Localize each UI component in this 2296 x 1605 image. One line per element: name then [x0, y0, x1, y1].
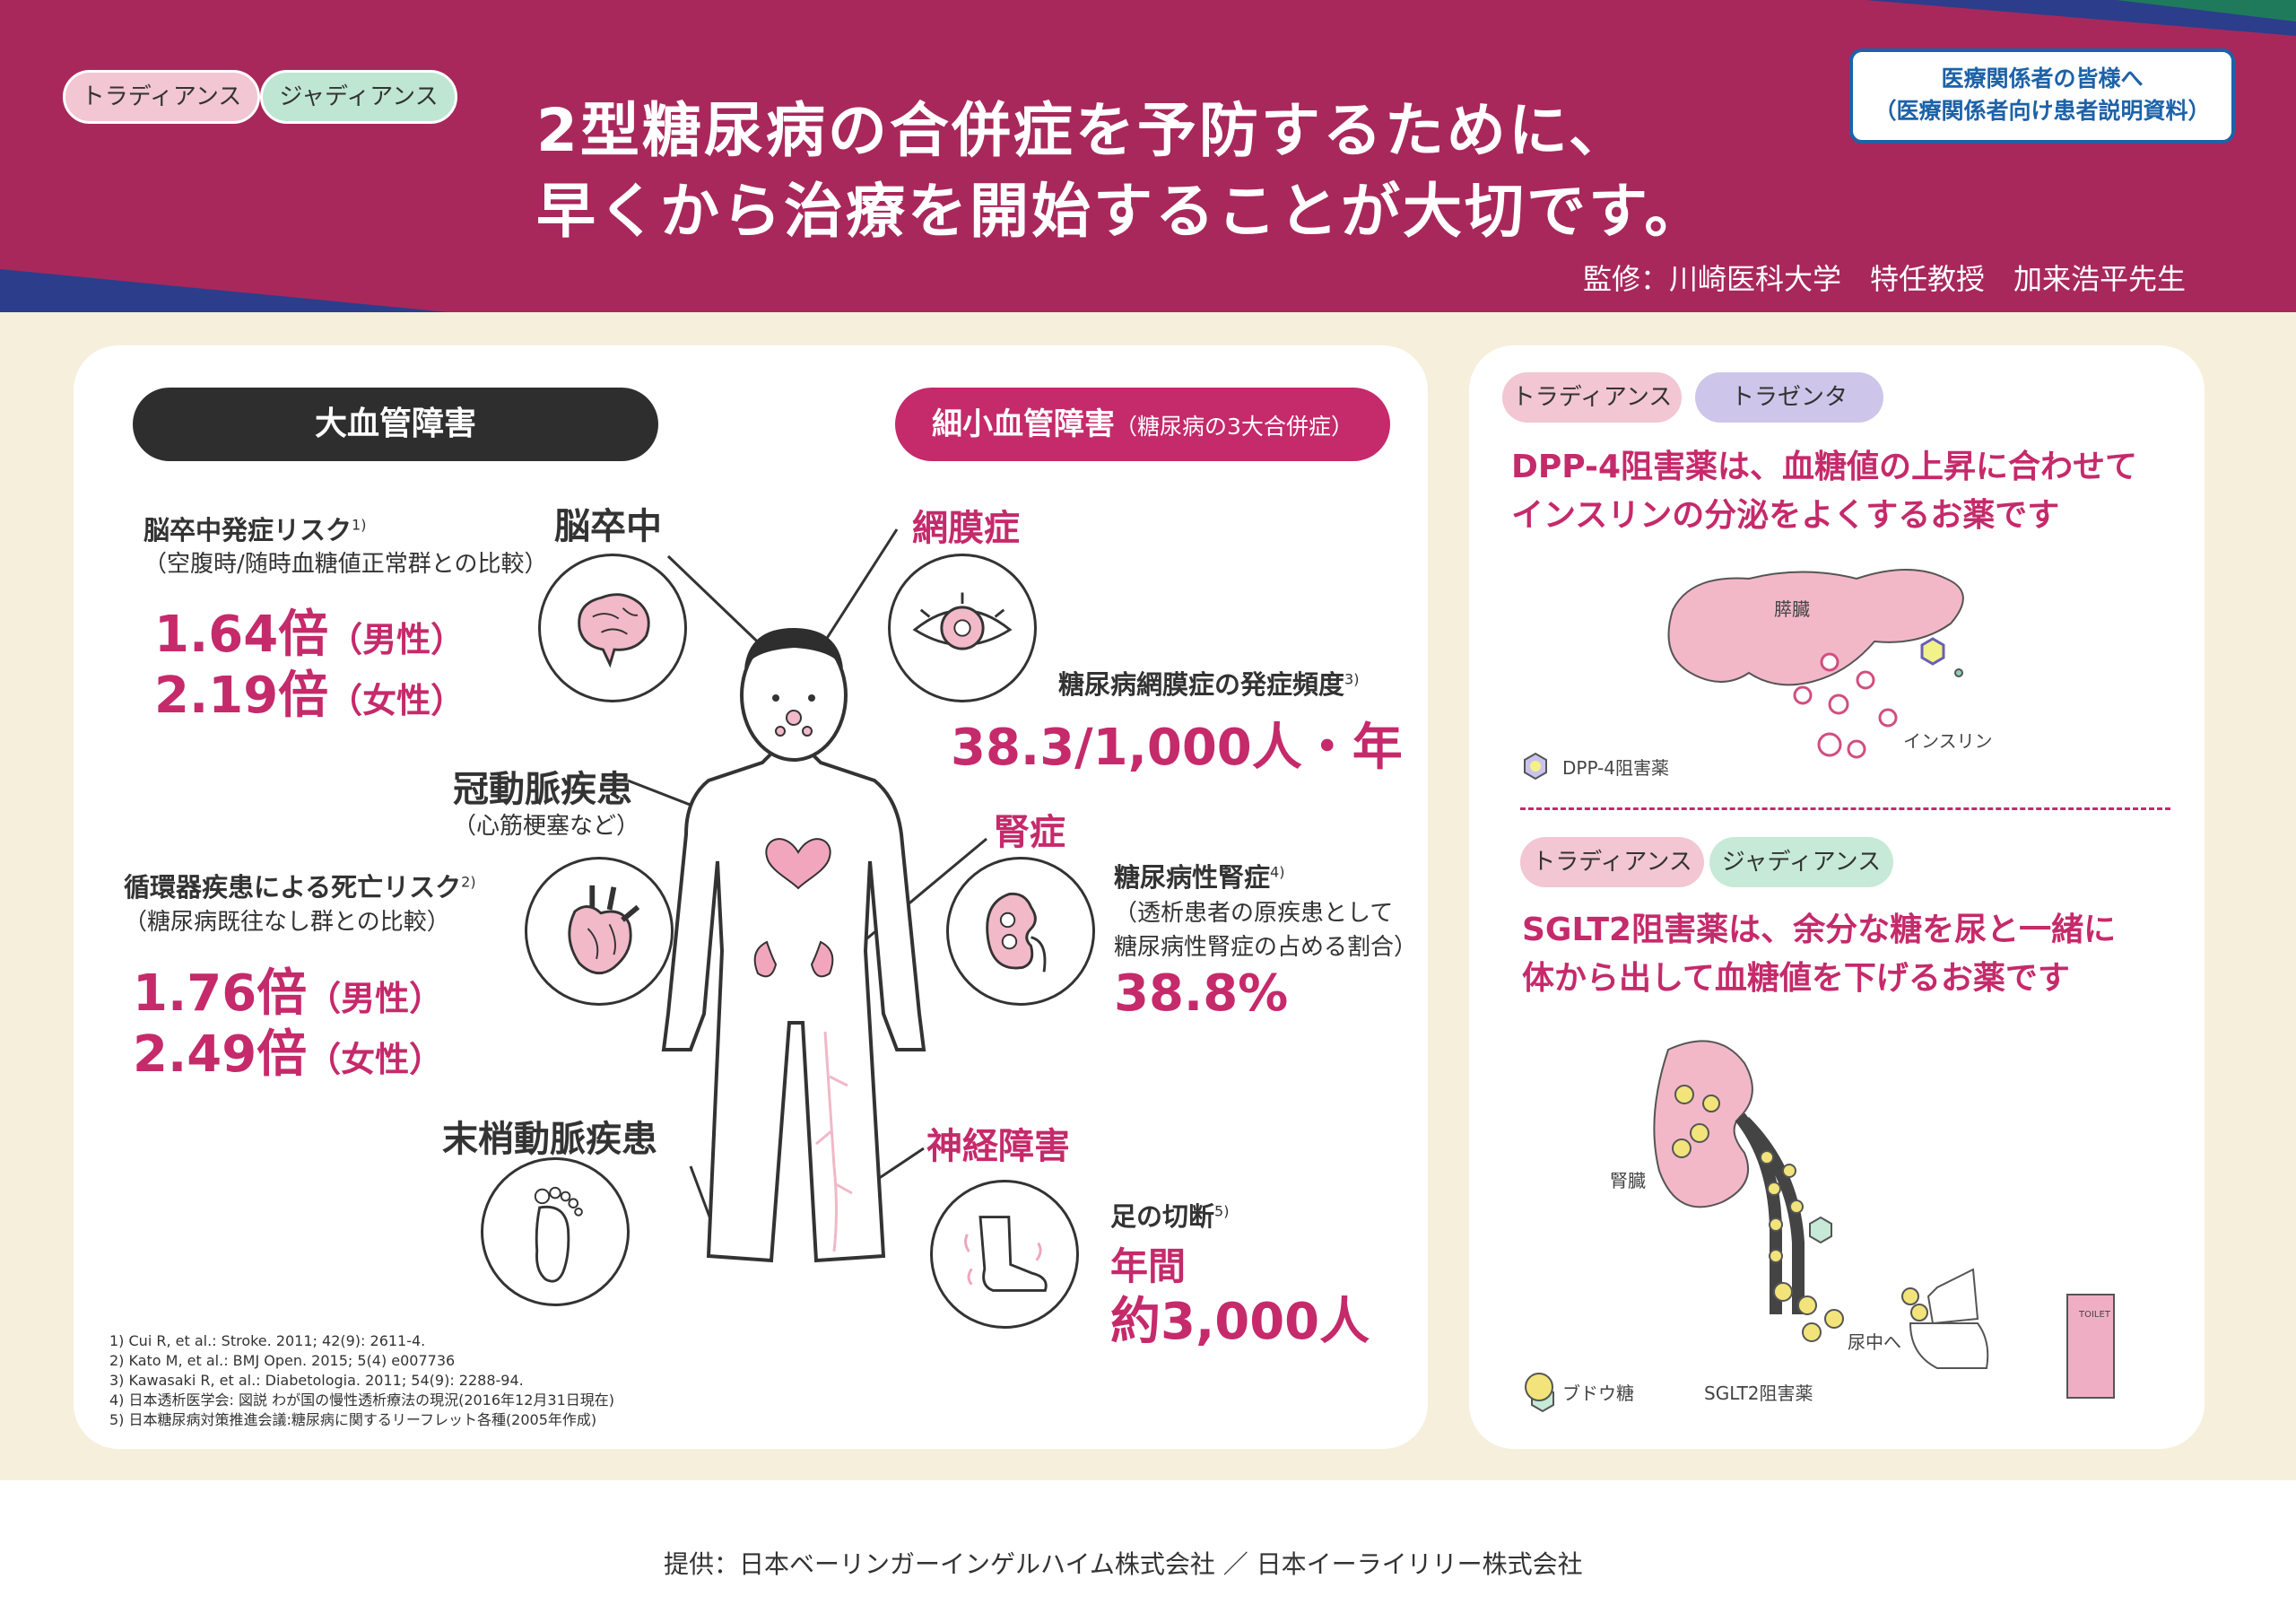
- retinopathy-name: 網膜症: [912, 508, 1020, 549]
- nephropathy-value: 38.8%: [1114, 964, 1289, 1023]
- badge-jardiance: ジャディアンス: [260, 70, 457, 124]
- nephropathy-stat-title: 糖尿病性腎症4): [1114, 857, 1284, 894]
- insulin-label: インスリン: [1903, 730, 1993, 752]
- reference-item: 3) Kawasaki R, et al.: Diabetologia. 201…: [109, 1372, 524, 1389]
- badge-trazenta: トラゼンタ: [1695, 372, 1883, 423]
- reference-item: 1) Cui R, et al.: Stroke. 2011; 42(9): 2…: [109, 1332, 426, 1349]
- urine-label: 尿中へ: [1848, 1331, 1901, 1353]
- notice-box: 医療関係者の皆様へ （医療関係者向け患者説明資料）: [1849, 48, 2235, 144]
- coronary-female-value: 2.49倍（女性）: [133, 1014, 443, 1086]
- heart-organ-icon: [525, 857, 674, 1006]
- glucose-legend-icon: [1525, 1373, 1553, 1401]
- badge-tradiance: トラディアンス: [63, 70, 260, 124]
- coronary-risk-title: 循環器疾患による死亡リスク2): [124, 867, 476, 904]
- toilet-door-label: TOILET: [2079, 1310, 2110, 1320]
- sglt2-legend: SGLT2阻害薬: [1704, 1383, 1813, 1404]
- stroke-female-label: （女性）: [328, 681, 465, 720]
- coronary-risk-title-text: 循環器疾患による死亡リスク: [124, 872, 462, 903]
- pancreas-label: 膵臓: [1774, 598, 1810, 620]
- sglt2-line1: SGLT2阻害薬は、余分な糖を尿と一緒に: [1522, 912, 2117, 948]
- section-divider: [1520, 807, 2170, 810]
- coronary-male-value: 1.76倍（男性）: [133, 953, 443, 1025]
- glucose-legend: ブドウ糖: [1562, 1383, 1634, 1404]
- coronary-male-number: 1.76倍: [133, 964, 308, 1023]
- stroke-female-value: 2.19倍（女性）: [154, 655, 465, 728]
- nephropathy-stat-ref: 4): [1270, 863, 1285, 881]
- dpp4-line1: DPP-4阻害薬は、血糖値の上昇に合わせて: [1511, 449, 2138, 485]
- coronary-female-number: 2.49倍: [133, 1025, 308, 1084]
- retinopathy-stat-title-text: 糖尿病網膜症の発症頻度: [1058, 669, 1345, 700]
- decor-triangle-left: [0, 269, 448, 312]
- footer-bar: [0, 1480, 2296, 1605]
- retinopathy-stat-title: 糖尿病網膜症の発症頻度3): [1058, 664, 1359, 702]
- kidney-organ-icon: [946, 857, 1095, 1006]
- coronary-name: 冠動脈疾患: [453, 769, 632, 810]
- macro-category-label: 大血管障害: [133, 388, 658, 461]
- coronary-female-label: （女性）: [307, 1040, 444, 1079]
- coronary-male-label: （男性）: [307, 979, 444, 1018]
- sglt2-line2: 体から出して血糖値を下げるお薬です: [1522, 960, 2070, 997]
- reference-item: 4) 日本透析医学会: 図説 わが国の慢性透析療法の現況(2016年12月31日…: [109, 1391, 614, 1409]
- notice-line1: 医療関係者の皆様へ: [1941, 65, 2144, 92]
- neuropathy-stat-title-text: 足の切断: [1110, 1201, 1215, 1232]
- stroke-female-number: 2.19倍: [154, 667, 329, 725]
- foot-sole-icon: [481, 1157, 630, 1306]
- reference-item: 5) 日本糖尿病対策推進会議:糖尿病に関するリーフレット各種(2005年作成): [109, 1411, 597, 1428]
- kidney-diagram: [1531, 1040, 2115, 1413]
- neuropathy-stat-title: 足の切断5): [1110, 1196, 1229, 1234]
- stroke-risk-title-text: 脳卒中発症リスク: [144, 515, 352, 545]
- page-title-line2: 早くから治療を開始することが大切です。: [536, 177, 1707, 246]
- neuropathy-value2: 約3,000人: [1110, 1293, 1370, 1351]
- nephropathy-name: 腎症: [994, 812, 1065, 853]
- supervisor-credit: 監修：川崎医科大学 特任教授 加来浩平先生: [1583, 262, 2187, 296]
- notice-line2: （医療関係者向け患者説明資料）: [1874, 98, 2211, 124]
- neuropathy-stat-ref: 5): [1214, 1202, 1230, 1220]
- badge-jardiance: ジャディアンス: [1709, 837, 1893, 887]
- eye-icon: [888, 554, 1037, 702]
- micro-category-sub: （糖尿病の3大合併症）: [1115, 414, 1353, 440]
- footer-sponsors: 提供：日本ベーリンガーインゲルハイム株式会社 ／ 日本イーライリリー株式会社: [664, 1549, 1583, 1579]
- pancreas-diagram: [1524, 569, 1964, 781]
- dpp4-legend: DPP-4阻害薬: [1562, 757, 1670, 779]
- peripheral-name: 末梢動脈疾患: [442, 1119, 657, 1160]
- nephropathy-note1: （透析患者の原疾患として: [1114, 900, 1394, 927]
- page-title-line1: 2型糖尿病の合併症を予防するために、: [536, 96, 1631, 165]
- stroke-risk-ref: 1): [352, 516, 367, 534]
- neuropathy-name: 神経障害: [926, 1126, 1070, 1167]
- nephropathy-stat-title-text: 糖尿病性腎症: [1114, 862, 1271, 893]
- stroke-male-label: （男性）: [328, 620, 465, 659]
- retinopathy-value: 38.3/1,000人・年: [951, 719, 1403, 777]
- references: 1) Cui R, et al.: Stroke. 2011; 42(9): 2…: [109, 1331, 614, 1430]
- coronary-risk-ref: 2): [461, 873, 476, 891]
- brain-icon: [538, 554, 687, 702]
- foot-side-icon: [930, 1180, 1079, 1329]
- drug-mechanism-panel: [1469, 345, 2205, 1449]
- badge-tradiance: トラディアンス: [1520, 837, 1704, 887]
- header-banner: トラディアンス ジャディアンス 2型糖尿病の合併症を予防するために、 早くから治…: [0, 0, 2296, 312]
- stroke-risk-title: 脳卒中発症リスク1): [144, 510, 366, 547]
- stroke-name: 脳卒中: [554, 506, 662, 547]
- dpp4-line2: インスリンの分泌をよくするお薬です: [1511, 497, 2060, 534]
- stroke-risk-note: （空腹時/随時血糖値正常群との比較）: [144, 551, 548, 578]
- coronary-risk-note: （糖尿病既往なし群との比較）: [124, 909, 450, 936]
- retinopathy-stat-ref: 3): [1344, 670, 1360, 688]
- decor-triangle-right-green: [2117, 0, 2296, 22]
- stroke-male-value: 1.64倍（男性）: [154, 594, 465, 667]
- badge-tradiance: トラディアンス: [1502, 372, 1682, 423]
- stroke-male-number: 1.64倍: [154, 606, 329, 664]
- micro-category-title: 細小血管障害: [932, 406, 1116, 442]
- reference-item: 2) Kato M, et al.: BMJ Open. 2015; 5(4) …: [109, 1352, 456, 1369]
- coronary-note: （心筋梗塞など）: [453, 813, 640, 840]
- kidney-label: 腎臓: [1610, 1170, 1646, 1191]
- nephropathy-note2: 糖尿病性腎症の占める割合）: [1114, 934, 1418, 961]
- neuropathy-value1: 年間: [1110, 1244, 1187, 1288]
- micro-category-label: 細小血管障害（糖尿病の3大合併症）: [895, 388, 1390, 461]
